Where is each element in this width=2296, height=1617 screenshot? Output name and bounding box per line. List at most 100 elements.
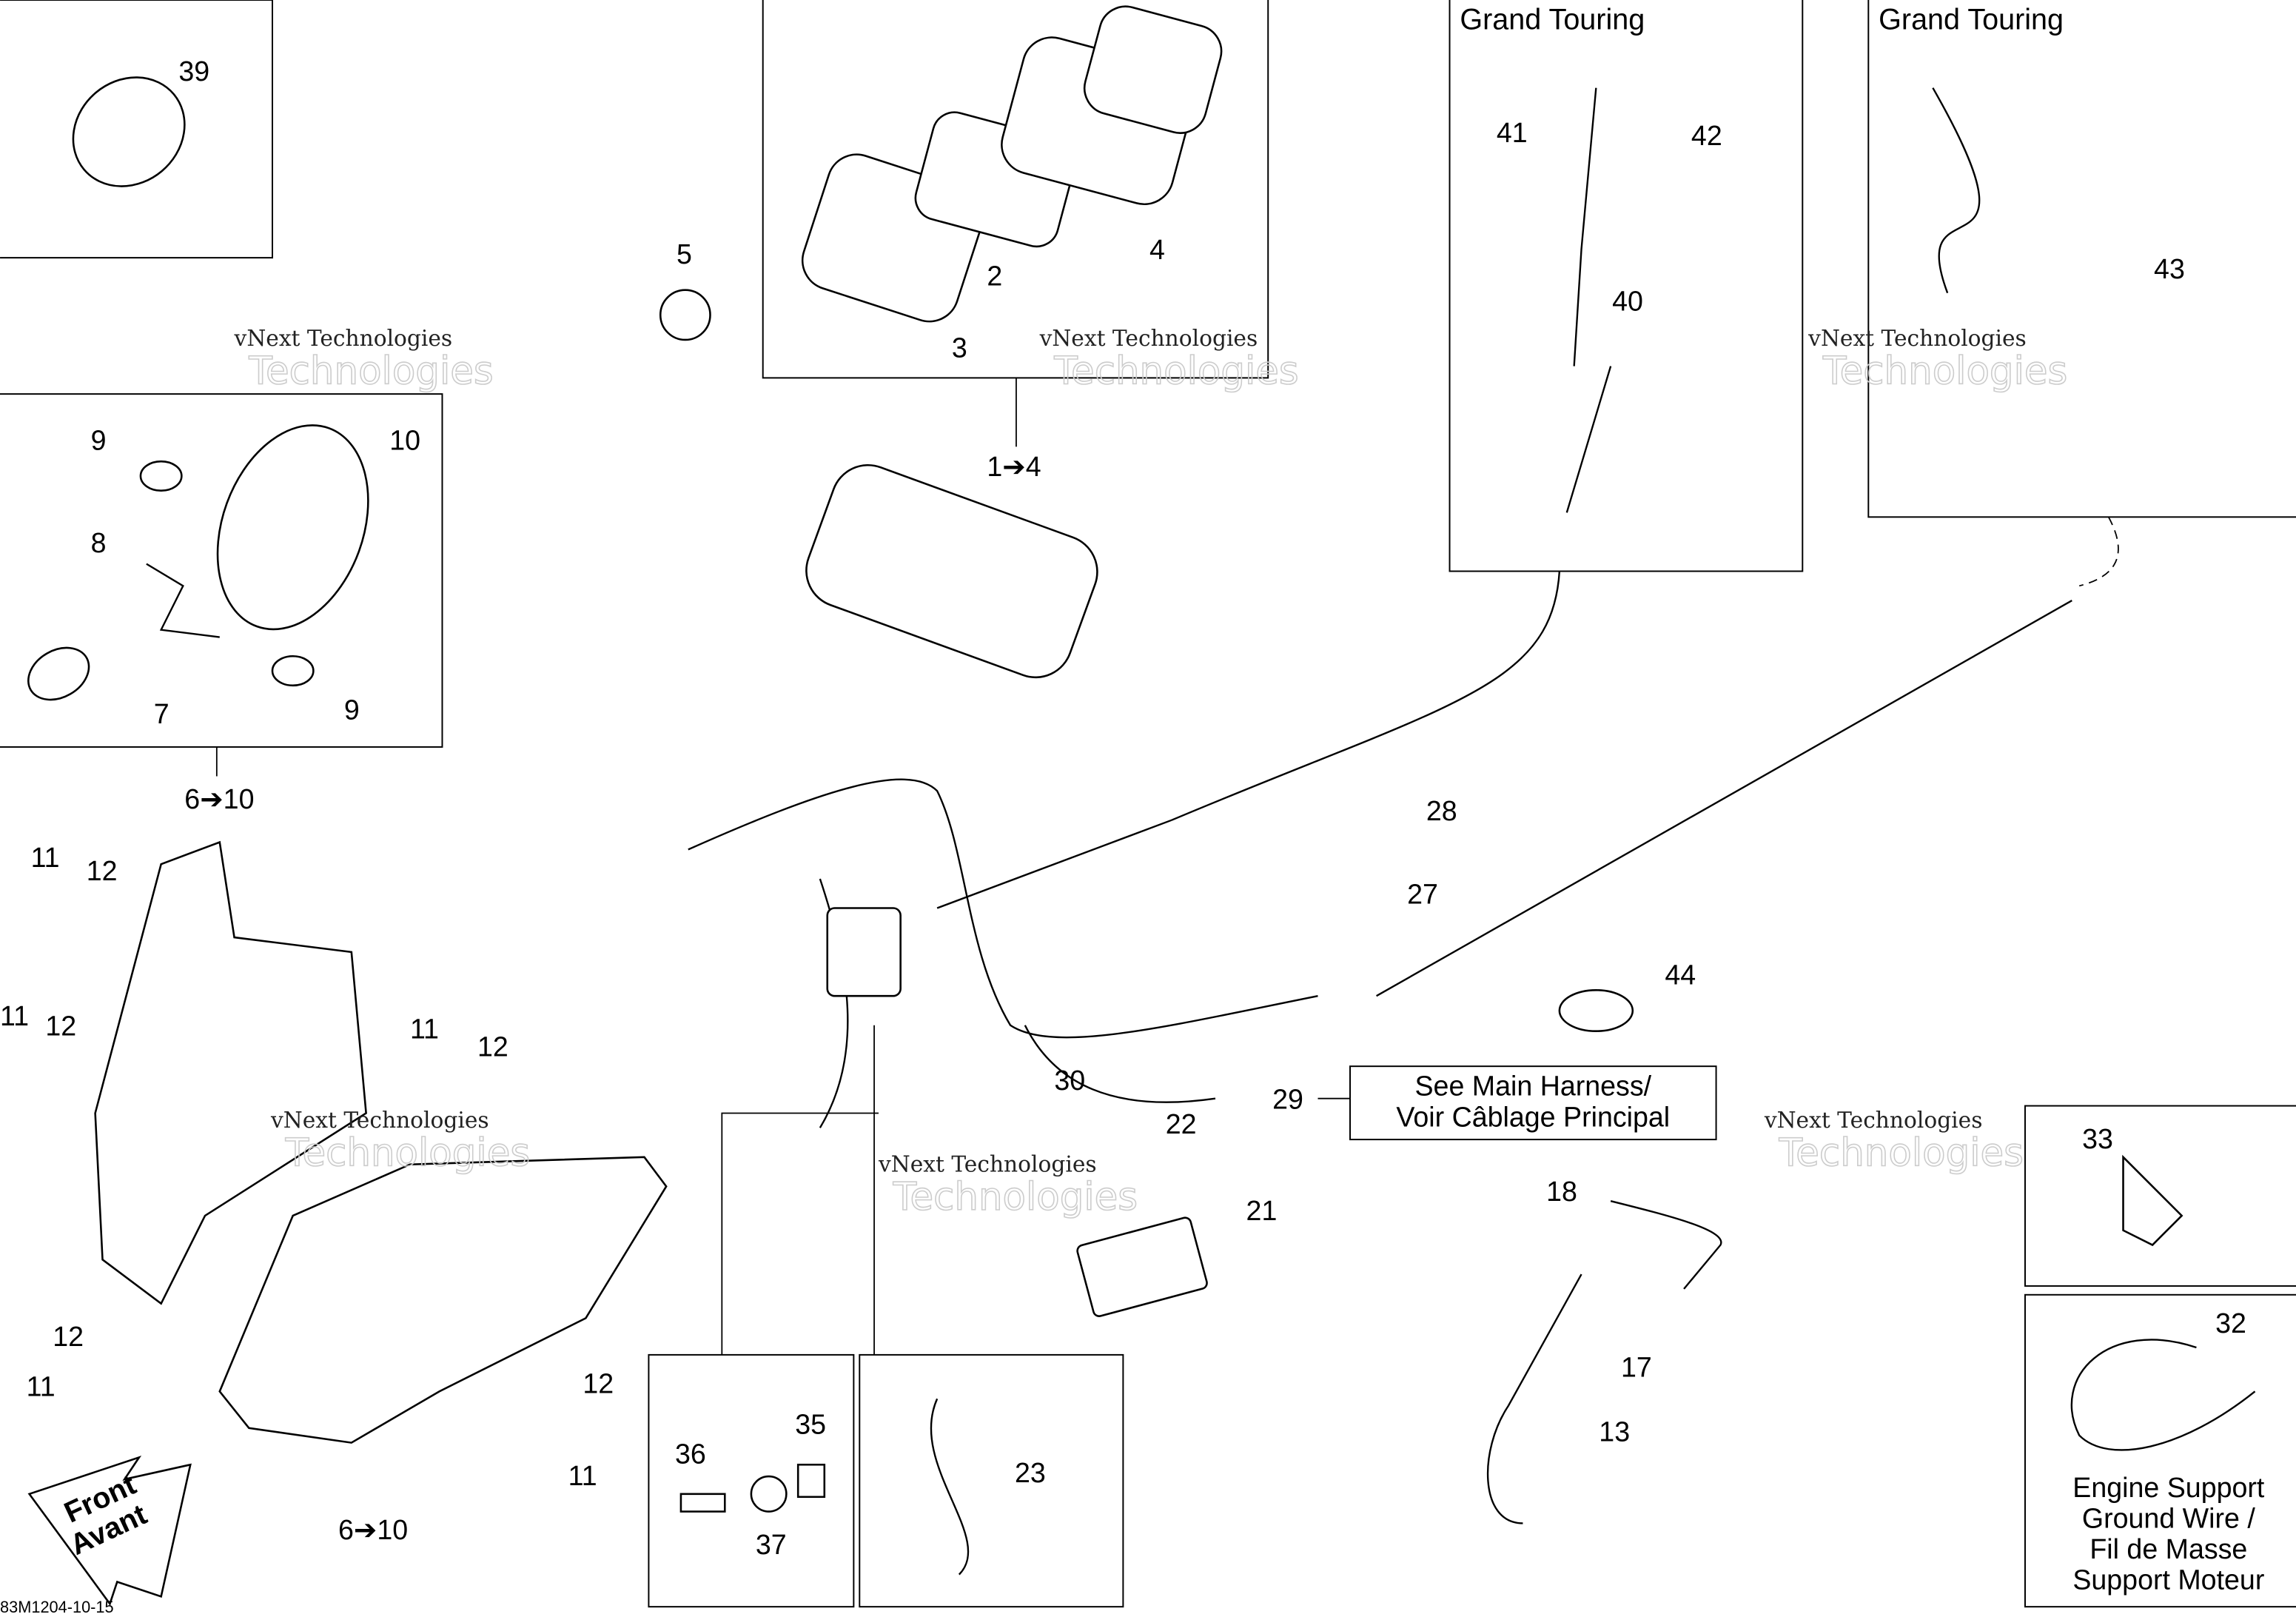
see-main-harness-line1: See Main Harness/: [1415, 1071, 1652, 1102]
part-9-boot: [271, 654, 315, 687]
part-7-bulb: [27, 646, 90, 701]
part-label: 13: [1599, 1416, 1630, 1447]
part-32-ground-wire: [2070, 1339, 2256, 1451]
headlamp-left: [94, 840, 367, 1305]
part-label: 41: [1497, 117, 1528, 148]
part-4-gasket: [1083, 5, 1223, 134]
part-36-bolt: [679, 1493, 726, 1513]
inset-box-headlamp: [0, 393, 443, 748]
part-label: 23: [1015, 1457, 1046, 1488]
part-8-spring-clip: [146, 563, 220, 638]
part-label: 21: [1246, 1195, 1278, 1226]
part-label: 1➔4: [987, 451, 1041, 482]
watermark-text: vNext Technologies: [234, 325, 453, 351]
part-label: 30: [1054, 1065, 1085, 1096]
engine-ground-line1: Engine Support: [2072, 1472, 2265, 1503]
part-label: 33: [2082, 1123, 2113, 1154]
diagram-code: 83M1204-10-15: [0, 1598, 114, 1616]
gt-extension-wire: [1376, 600, 2072, 997]
leader: [2078, 516, 2119, 587]
part-label: 10: [389, 424, 420, 455]
part-label: 28: [1426, 795, 1457, 826]
gt-harness-parts: [1565, 87, 1981, 513]
engine-ground-line3: Fil de Masse: [2089, 1533, 2247, 1564]
watermark-text: Technologies: [893, 1175, 1138, 1219]
part-label: 18: [1546, 1176, 1577, 1207]
inset-box-35-37: [648, 1353, 855, 1608]
part-label: 4: [1149, 234, 1165, 265]
part-label: 11: [410, 1014, 439, 1045]
watermark-text: vNext Technologies: [1807, 325, 2027, 351]
watermark-text: vNext Technologies: [878, 1151, 1097, 1177]
part-label: 2: [987, 261, 1002, 292]
part-33-push-rivet: [2122, 1154, 2183, 1247]
inset-box-grand-touring-1: [1449, 0, 1804, 572]
inset-box-33: [2024, 1105, 2296, 1287]
part-label: 12: [583, 1367, 614, 1399]
part-label: 36: [675, 1438, 706, 1469]
part-18-13-lanyard: [1486, 1200, 1722, 1524]
part-label: 11: [568, 1460, 597, 1491]
part-label: 37: [756, 1529, 787, 1560]
part-label: 40: [1612, 285, 1643, 316]
part-label: 6➔10: [184, 783, 254, 814]
main-harness: [688, 778, 1318, 1128]
part-label: 8: [91, 527, 107, 558]
part-9-boot: [139, 460, 183, 492]
part-label: 9: [344, 694, 360, 725]
part-label: 44: [1665, 959, 1696, 990]
watermark-text: Technologies: [1053, 349, 1298, 393]
part-39-tie-strap: [72, 76, 186, 187]
part-label: 3: [952, 332, 967, 364]
see-main-harness-box: [1349, 1065, 1717, 1141]
grand-touring-header-1: Grand Touring: [1460, 4, 1645, 36]
part-35-nut: [796, 1463, 826, 1499]
part-label: 5: [677, 238, 692, 270]
part-label: 29: [1272, 1084, 1303, 1115]
watermark-text: Technologies: [1779, 1131, 2024, 1176]
inset-box-32: [2024, 1293, 2296, 1608]
part-label: 12: [53, 1321, 84, 1352]
part-label: 27: [1407, 879, 1438, 910]
part-label: 39: [178, 56, 209, 87]
part-label: 42: [1691, 120, 1722, 151]
inset-box-39: [0, 0, 273, 259]
part-23-sensor: [930, 1398, 970, 1576]
part-37-star-washer: [750, 1475, 788, 1513]
watermark-text: Technologies: [285, 1131, 530, 1176]
headlamp-right: [218, 1156, 668, 1444]
gt-harness-wire: [1171, 571, 1561, 821]
part-label: 9: [91, 424, 107, 455]
part-21-relay: [1076, 1216, 1208, 1317]
part-label: 12: [45, 1011, 76, 1042]
part-label: 11: [27, 1370, 56, 1402]
part-label: 43: [2154, 253, 2185, 284]
part-5-emblem: [659, 289, 711, 341]
inset-box-grand-touring-2: [1867, 0, 2296, 518]
see-main-harness-line2: Voir Câblage Principal: [1396, 1101, 1670, 1132]
watermark-text: vNext Technologies: [1039, 325, 1258, 351]
part-label: 22: [1166, 1108, 1197, 1139]
engine-ground-line4: Support Moteur: [2072, 1564, 2264, 1595]
part-label: 12: [87, 855, 118, 886]
watermark-text: Technologies: [248, 349, 493, 393]
part-label: 17: [1621, 1352, 1652, 1383]
part-10-headlamp-housing: [216, 424, 369, 631]
part-label: 32: [2215, 1308, 2246, 1339]
watermark-text: Technologies: [1822, 349, 2067, 393]
front-arrow: [27, 1455, 192, 1606]
part-label: 11: [31, 842, 60, 873]
watermark-text: vNext Technologies: [1764, 1107, 1983, 1133]
part-44-label: [1558, 989, 1634, 1032]
part-label: 12: [477, 1031, 508, 1062]
inset-box-gauge: [762, 0, 1269, 379]
part-label: 7: [154, 698, 169, 729]
grand-touring-header-2: Grand Touring: [1879, 4, 2064, 36]
harness-module: [826, 907, 902, 997]
part-label: 6➔10: [338, 1514, 408, 1545]
watermark-text: vNext Technologies: [270, 1107, 489, 1133]
